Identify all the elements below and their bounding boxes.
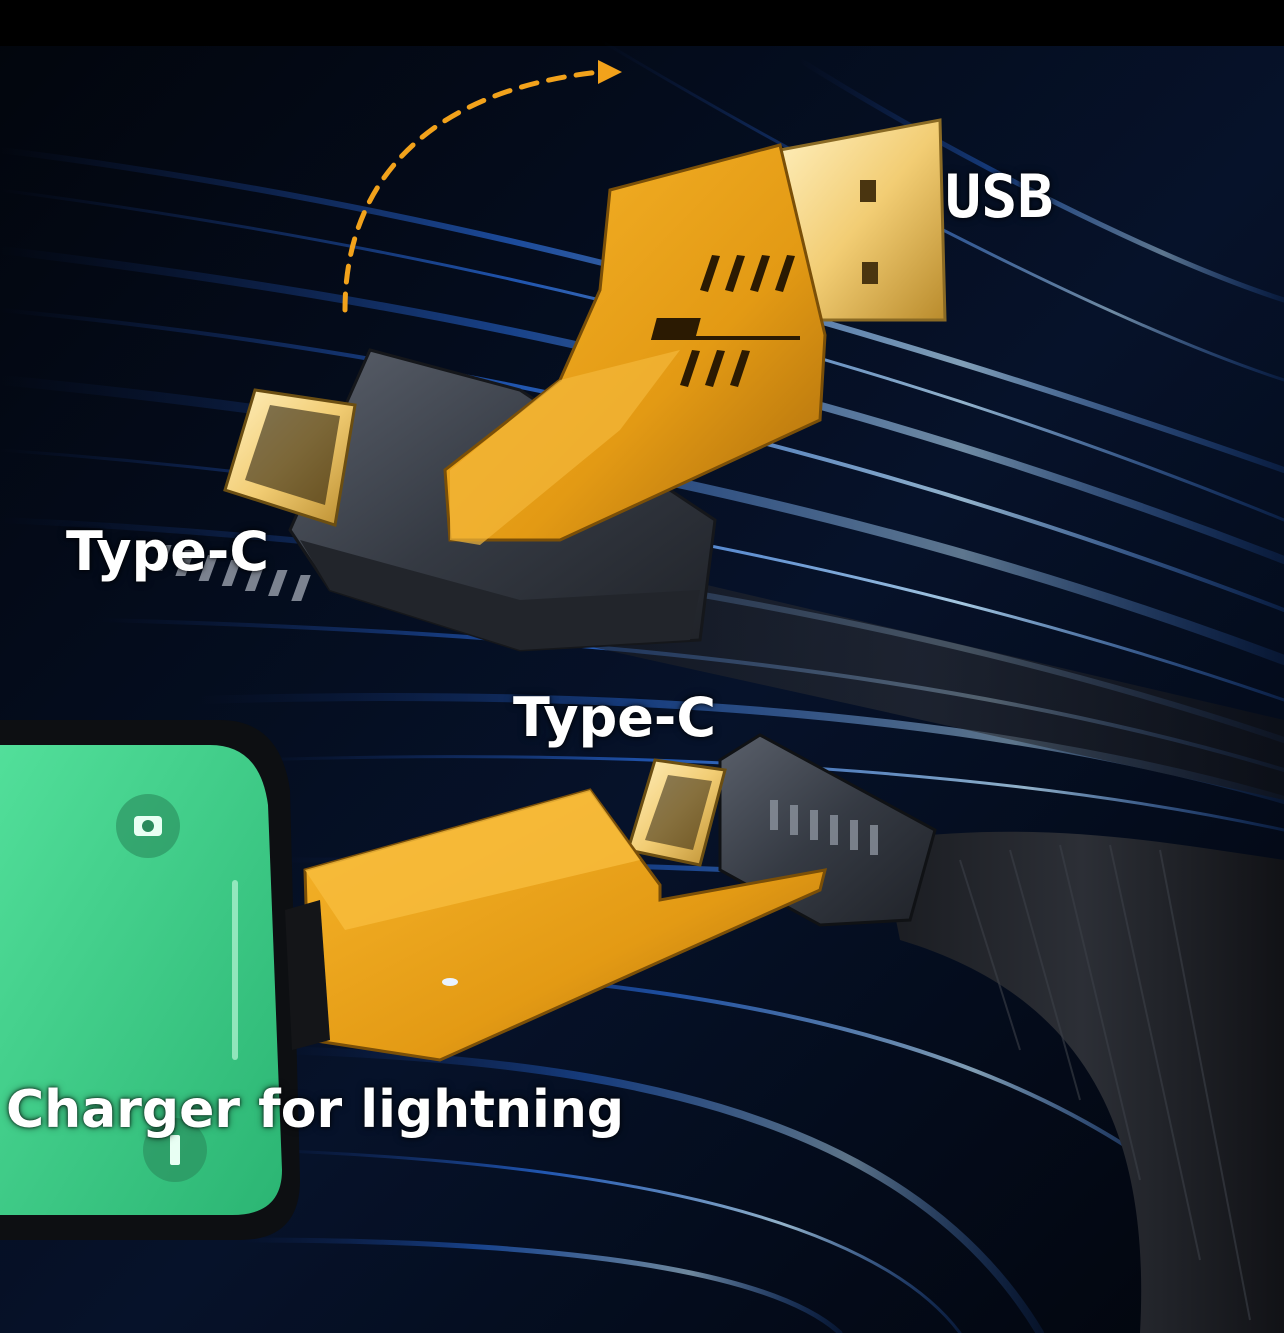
dashed-curved-arrow-icon (342, 60, 622, 313)
usb-a-connector (443, 118, 947, 545)
type-c-bottom-label: Type-C (513, 686, 716, 749)
top-type-c-connector (152, 348, 1284, 800)
top-bar (0, 0, 1284, 46)
usb-label: USB (945, 162, 1054, 232)
flashlight-icon (143, 1118, 207, 1182)
phone-screen (0, 745, 282, 1215)
bottom-connector (285, 733, 1284, 1333)
lightning-label: Charger for lightning (6, 1080, 625, 1140)
phone (0, 720, 300, 1240)
camera-icon (116, 794, 180, 858)
type-c-top-label: Type-C (66, 520, 269, 583)
